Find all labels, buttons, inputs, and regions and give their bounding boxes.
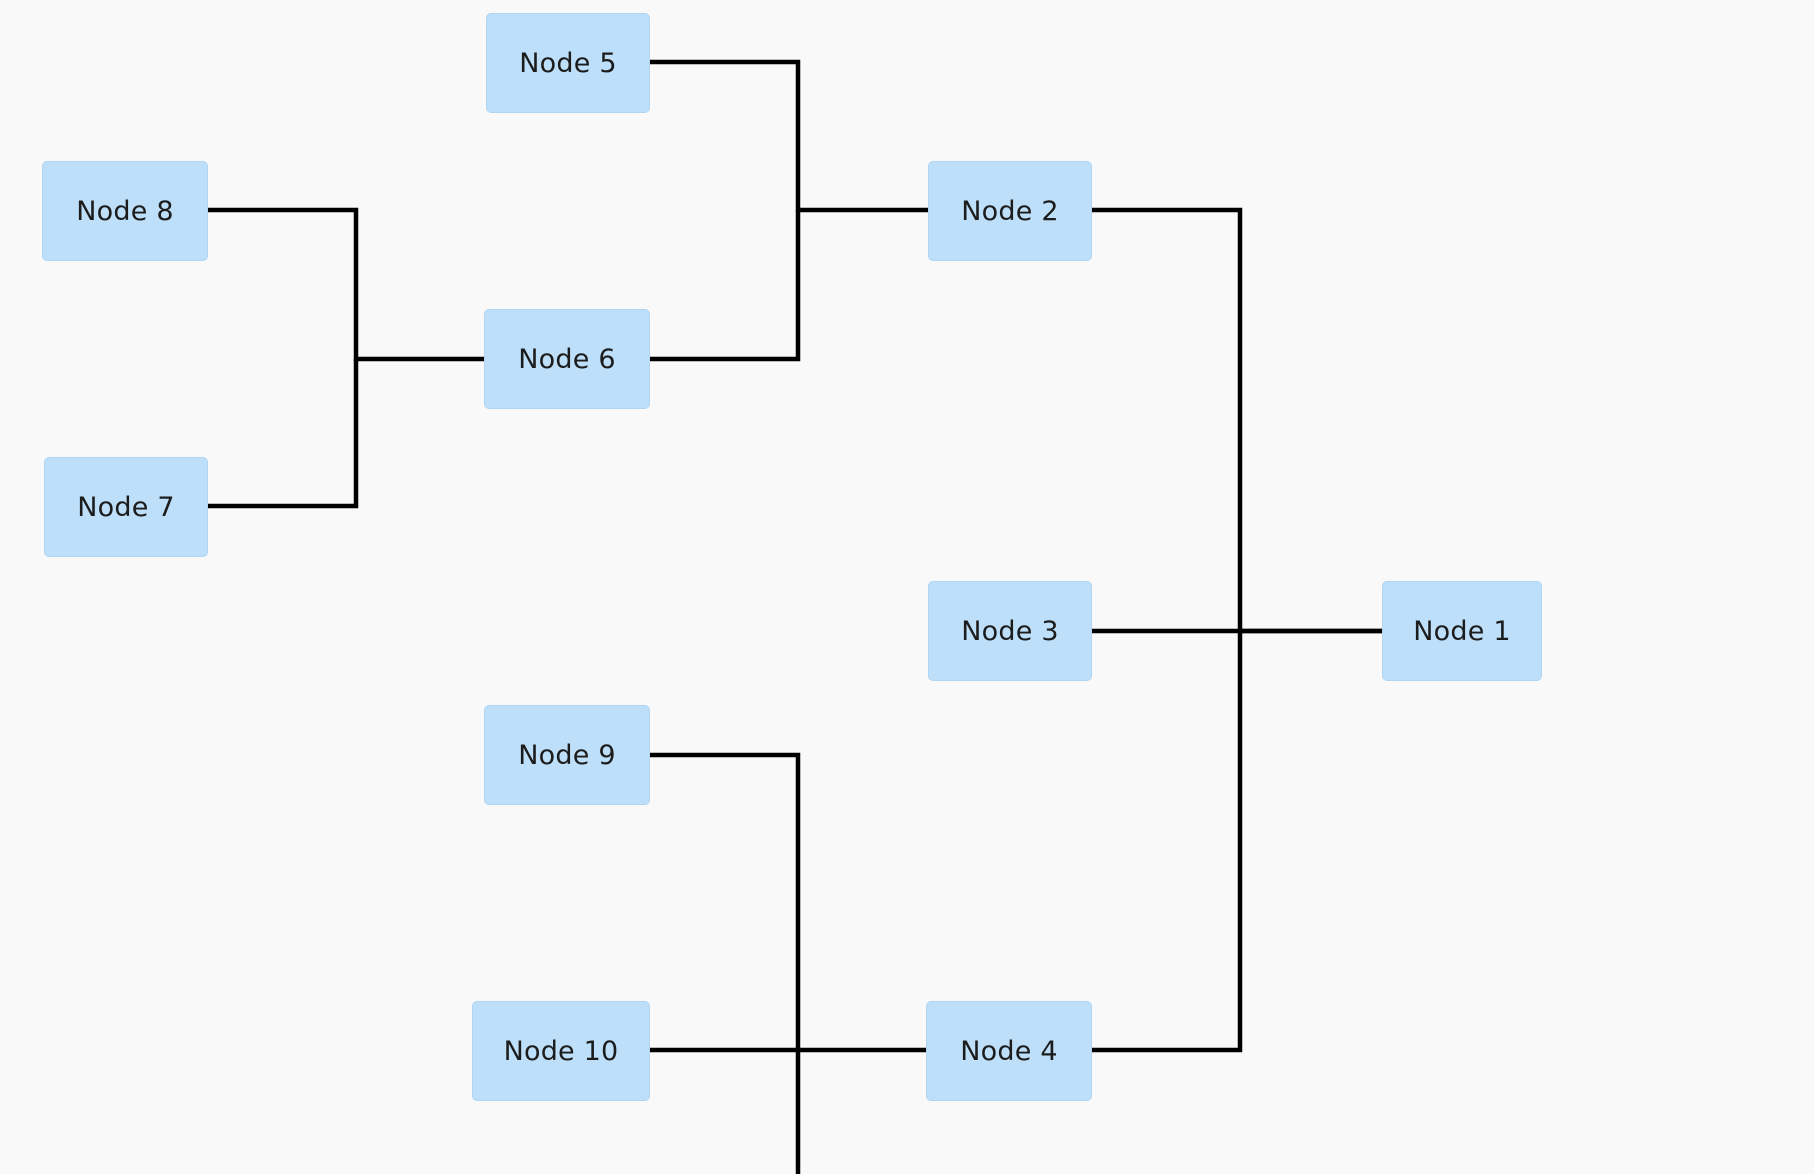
edge-node2-node1 <box>1092 207 1382 634</box>
node-1[interactable]: Node 1 <box>1382 581 1542 681</box>
edge-node8-node6 <box>208 207 484 362</box>
node-4[interactable]: Node 4 <box>926 1001 1092 1101</box>
node-6[interactable]: Node 6 <box>484 309 650 409</box>
edge-node5-node2 <box>650 59 928 213</box>
node-7[interactable]: Node 7 <box>44 457 208 557</box>
edge-node7-node6 <box>208 359 359 509</box>
node-10[interactable]: Node 10 <box>472 1001 650 1101</box>
edge-node6-node2 <box>650 210 801 362</box>
node-9[interactable]: Node 9 <box>484 705 650 805</box>
edge-node4-node1 <box>1092 631 1243 1053</box>
node-5[interactable]: Node 5 <box>486 13 650 113</box>
edge-node9-node4 <box>650 752 801 1174</box>
node-3[interactable]: Node 3 <box>928 581 1092 681</box>
node-8[interactable]: Node 8 <box>42 161 208 261</box>
node-2[interactable]: Node 2 <box>928 161 1092 261</box>
